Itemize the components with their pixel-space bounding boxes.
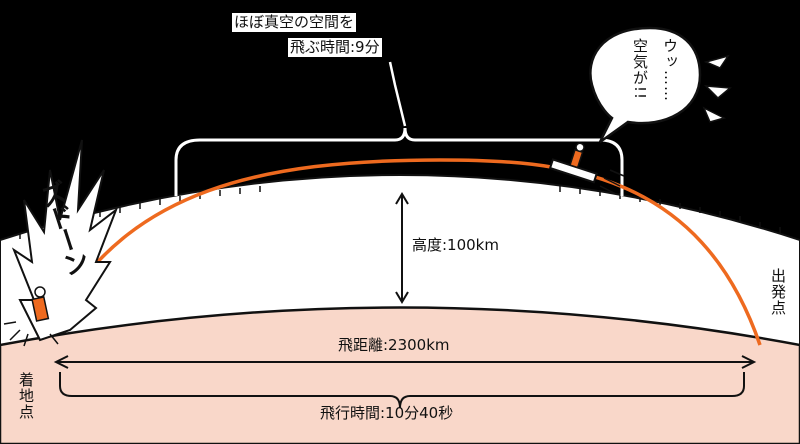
flight-time-bracket: [59, 372, 745, 409]
altitude-arrow-top: [395, 192, 409, 205]
speech-text-line1: ウッ……: [661, 38, 679, 102]
debris-lines: [3, 321, 59, 347]
flight-distance-label: 飛距離:2300km: [338, 336, 450, 354]
figure-head: [34, 286, 46, 298]
vacuum-label-line2: 飛ぶ時間:9分: [288, 38, 382, 57]
speech-text-line2: 空気が!!: [631, 38, 649, 101]
trajectory-arc: [56, 158, 762, 346]
landing-point-label: 着地点: [17, 372, 35, 420]
speech-bubble-icon: [589, 26, 702, 144]
vehicle-pilot-head: [575, 142, 585, 153]
flight-time-label: 飛行時間:10分40秒: [320, 404, 454, 422]
distance-arrow-left: [53, 355, 69, 369]
altitude-arrow-bottom: [395, 291, 409, 304]
ground-surface: [0, 306, 800, 444]
crashed-figure-icon: [3, 286, 59, 347]
departure-point-label: 出発点: [769, 268, 787, 316]
vacuum-pointer: [388, 61, 407, 127]
vacuum-bracket: [174, 127, 624, 196]
motion-lines: [599, 169, 625, 195]
figure-body: [31, 296, 50, 322]
flying-vehicle-icon: [548, 142, 598, 184]
altitude-label: 高度:100km: [412, 236, 499, 254]
wind-marks: [702, 54, 732, 123]
distance-arrow-right: [741, 355, 757, 369]
vacuum-label-line1: ほぼ真空の空間を: [232, 13, 357, 32]
